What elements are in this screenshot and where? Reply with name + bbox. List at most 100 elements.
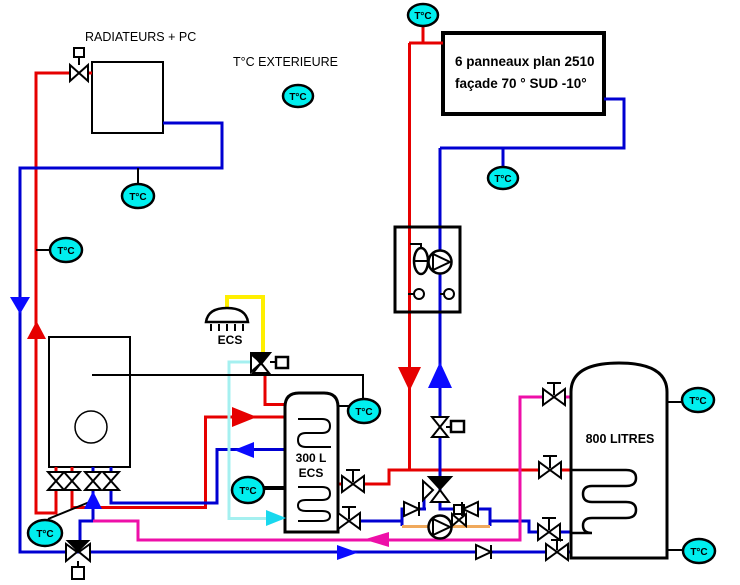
tvalve-800l-mid-r [548, 460, 562, 480]
sensor-bulb-icon [26, 518, 64, 548]
tvalve-800l-coil-r [547, 522, 561, 542]
solar-pump-station [393, 225, 462, 314]
tank-800l [569, 361, 669, 560]
arrow-left-buffer-icon [364, 532, 389, 547]
sensor-label: T°C [414, 11, 431, 22]
sensor-bulb-icon [230, 475, 266, 505]
sensor-tank300-mid: T°C [230, 475, 266, 505]
tank300-label-line1: 300 L [296, 451, 327, 465]
radiator-block [91, 61, 164, 134]
tvalve-300l-blue-r [347, 511, 361, 531]
arrow-up-hot-icon [27, 321, 46, 339]
tvalve-800l-mid-l [538, 460, 552, 480]
boiler-valves [45, 471, 122, 491]
sensor-label: T°C [57, 246, 74, 257]
solar-3way-left [422, 478, 435, 503]
radiator-valve [69, 47, 89, 84]
3way-actuator [71, 566, 85, 580]
check-valves [403, 500, 494, 561]
boiler-valve-2b [61, 479, 83, 491]
sensor-tank800-top: T°C [680, 386, 716, 414]
radiator-valve-left [69, 62, 81, 84]
tank-300l-coil-lower [296, 486, 332, 522]
boiler-valve-3 [82, 471, 104, 483]
boiler-valve-3b [82, 479, 104, 491]
check-valve-left [403, 500, 422, 518]
solar-valve-top [429, 416, 451, 429]
tvalve-300l-blue-handle [342, 506, 356, 519]
radiator-body [91, 61, 164, 134]
tvalve-800l-bot-l [545, 542, 559, 562]
pipe-solar-return-top [440, 97, 626, 150]
sensor-exterior: T°C [281, 83, 315, 109]
sensor-label: T°C [689, 396, 706, 407]
sensor-bulb-icon [48, 236, 84, 264]
t-valves [337, 382, 569, 562]
tvalve-800l-mid-handle [543, 455, 557, 468]
solar-3way-top-black [426, 476, 454, 491]
arrow-up-boiler-return-icon [84, 491, 102, 509]
solar-3way-bottom [429, 488, 451, 503]
pump-station-box [393, 225, 462, 314]
sensor-label: T°C [129, 192, 146, 203]
collector-body [441, 31, 606, 116]
sensor-boiler-return: T°C [26, 518, 64, 548]
tank-300l-body [283, 391, 340, 534]
arrow-up-solar-return-icon [428, 362, 452, 388]
tvalve-800l-bot-handle [551, 539, 563, 550]
sensor-tank300-top: T°C [346, 397, 382, 425]
mix-valve-top [249, 352, 273, 366]
pipe-radiator-supply [34, 71, 92, 515]
3way-top-black [65, 540, 91, 553]
tvalve-800l-top-handle [547, 382, 561, 395]
sensor-bulb-icon [406, 2, 440, 28]
tank-300l-coil-upper [296, 418, 332, 448]
pipe-mixed-dhw [225, 295, 265, 355]
pipe-cold-water [227, 360, 282, 520]
arrow-right-charge-icon [232, 407, 257, 427]
ecs-shower [204, 306, 250, 331]
tvalve-800l-top-r [552, 387, 566, 407]
shower-spray-icon [210, 324, 244, 331]
boiler-body [48, 336, 131, 468]
sensor-label: T°C [355, 407, 372, 418]
sensor-solar-return: T°C [486, 165, 520, 191]
sensor-label: T°C [690, 547, 707, 558]
tvalve-300l-blue-l [337, 511, 351, 531]
solar-valve-bottom [429, 425, 451, 438]
pipe-tank300-hot-out [263, 373, 285, 406]
sensor-label: T°C [494, 174, 511, 185]
tvalve-300l-red-handle [346, 469, 360, 482]
tvalve-800l-top-l [542, 387, 556, 407]
collector-label-line1: 6 panneaux plan 2510 [455, 54, 595, 69]
radiator-valve-right [77, 62, 89, 84]
boiler-valve-1b [45, 479, 67, 491]
sensor-label: T°C [289, 92, 306, 103]
boiler-valve-4b [100, 479, 122, 491]
3way-left [65, 542, 79, 564]
tvalve-300l-red-l [341, 474, 355, 494]
collector-label-line2: façade 70 ° SUD -10° [455, 76, 587, 91]
pump-valve-right [457, 511, 467, 529]
sensor-radiator-return: T°C [120, 182, 156, 210]
check-valve-right [460, 500, 479, 518]
3way-right [77, 542, 91, 564]
solar-valve-actuator [449, 419, 466, 434]
drain-valve-left-icon [413, 288, 425, 300]
sensor-bulb-icon [281, 83, 315, 109]
tvalve-300l-red-r [351, 474, 365, 494]
tank-800l-body [569, 361, 669, 560]
pipe-buffer-discharge [93, 395, 571, 542]
control-line-boiler-tank [92, 374, 364, 401]
solar-collector-block [441, 31, 606, 116]
pump-valve-left [451, 511, 461, 529]
ecs-label: ECS [218, 333, 243, 347]
pipe-charge-to-tank800 [338, 468, 571, 486]
temperature-sensors: T°C T°C T°C T°C T°C T°C T°C T°C [26, 2, 717, 565]
tank300-label-line2: ECS [299, 466, 324, 480]
exterior-title: T°C EXTERIEURE [233, 55, 338, 69]
boiler-return-3way-valve [65, 540, 91, 580]
solar-3way-valve [422, 476, 454, 503]
